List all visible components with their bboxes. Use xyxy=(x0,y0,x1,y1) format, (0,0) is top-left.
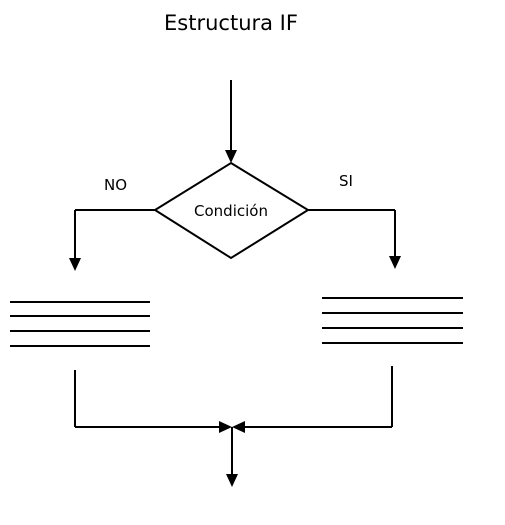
no-branch-label: NO xyxy=(104,176,127,194)
yes-process-block xyxy=(322,297,463,344)
diagram-title: Estructura IF xyxy=(164,11,298,35)
no-process-block xyxy=(10,301,150,347)
yes-branch-label: SI xyxy=(339,172,353,190)
condition-diamond xyxy=(153,161,310,260)
yes-merge-arrowhead xyxy=(232,421,245,433)
entry-arrowhead xyxy=(225,150,237,163)
yes-branch-arrowhead xyxy=(389,256,401,269)
no-branch-arrowhead xyxy=(69,258,81,271)
exit-arrowhead xyxy=(226,474,238,487)
no-merge-arrowhead xyxy=(219,421,232,433)
condition-label: Condición xyxy=(194,202,268,220)
